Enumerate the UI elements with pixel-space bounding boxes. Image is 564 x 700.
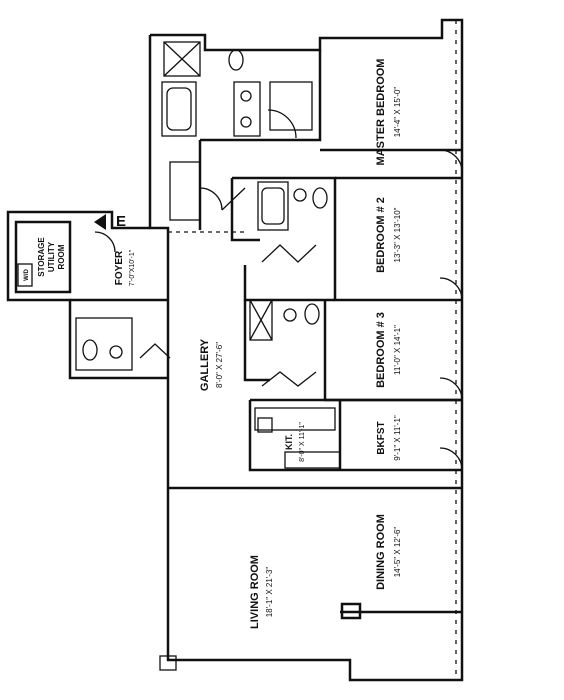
bedroom3-dims: 11'-0" X 14'-1" [393,325,402,375]
bedroom3-label: BEDROOM # 3 [375,312,387,388]
room-labels: MASTER BEDROOM 14'-4" X 15'-0" BEDROOM #… [24,59,402,629]
storage-label-1: STORAGE [37,237,46,277]
kitchen-dims: 8'-0" X 11'-1" [299,422,306,462]
entry-arrow-icon [94,214,106,230]
storage-label-2: UTILITY [47,241,56,272]
gallery-label: GALLERY [199,338,211,391]
gallery-dims: 8'-0" X 27'-6" [215,342,224,388]
foyer-label: FOYER [114,250,125,285]
foyer-dims: 7'-0"X10'-1" [129,249,136,286]
master-bedroom-dims: 14'-4" X 15'-0" [393,87,402,138]
dining-room-label: DINING ROOM [375,514,387,590]
bkfst-label: BKFST [376,421,387,454]
washer-dryer-label: W/D [24,269,30,281]
bathtub-master [161,81,197,137]
fixtures [17,20,463,680]
bkfst-dims: 9'-1" X 11'-1" [393,415,402,461]
bedroom2-label: BEDROOM # 2 [375,197,387,273]
living-room-dims: 18'-1" X 21'-3" [265,567,274,618]
bedroom2-dims: 13'-3" X 13'-10" [393,207,402,262]
living-room-label: LIVING ROOM [249,555,261,629]
dining-room-dims: 14'-5" X 12'-6" [393,527,402,578]
master-bedroom-label: MASTER BEDROOM [375,59,387,166]
storage-label-3: ROOM [57,244,66,269]
entry-label: E [116,213,126,230]
kitchen-label: KIT. [284,434,294,450]
